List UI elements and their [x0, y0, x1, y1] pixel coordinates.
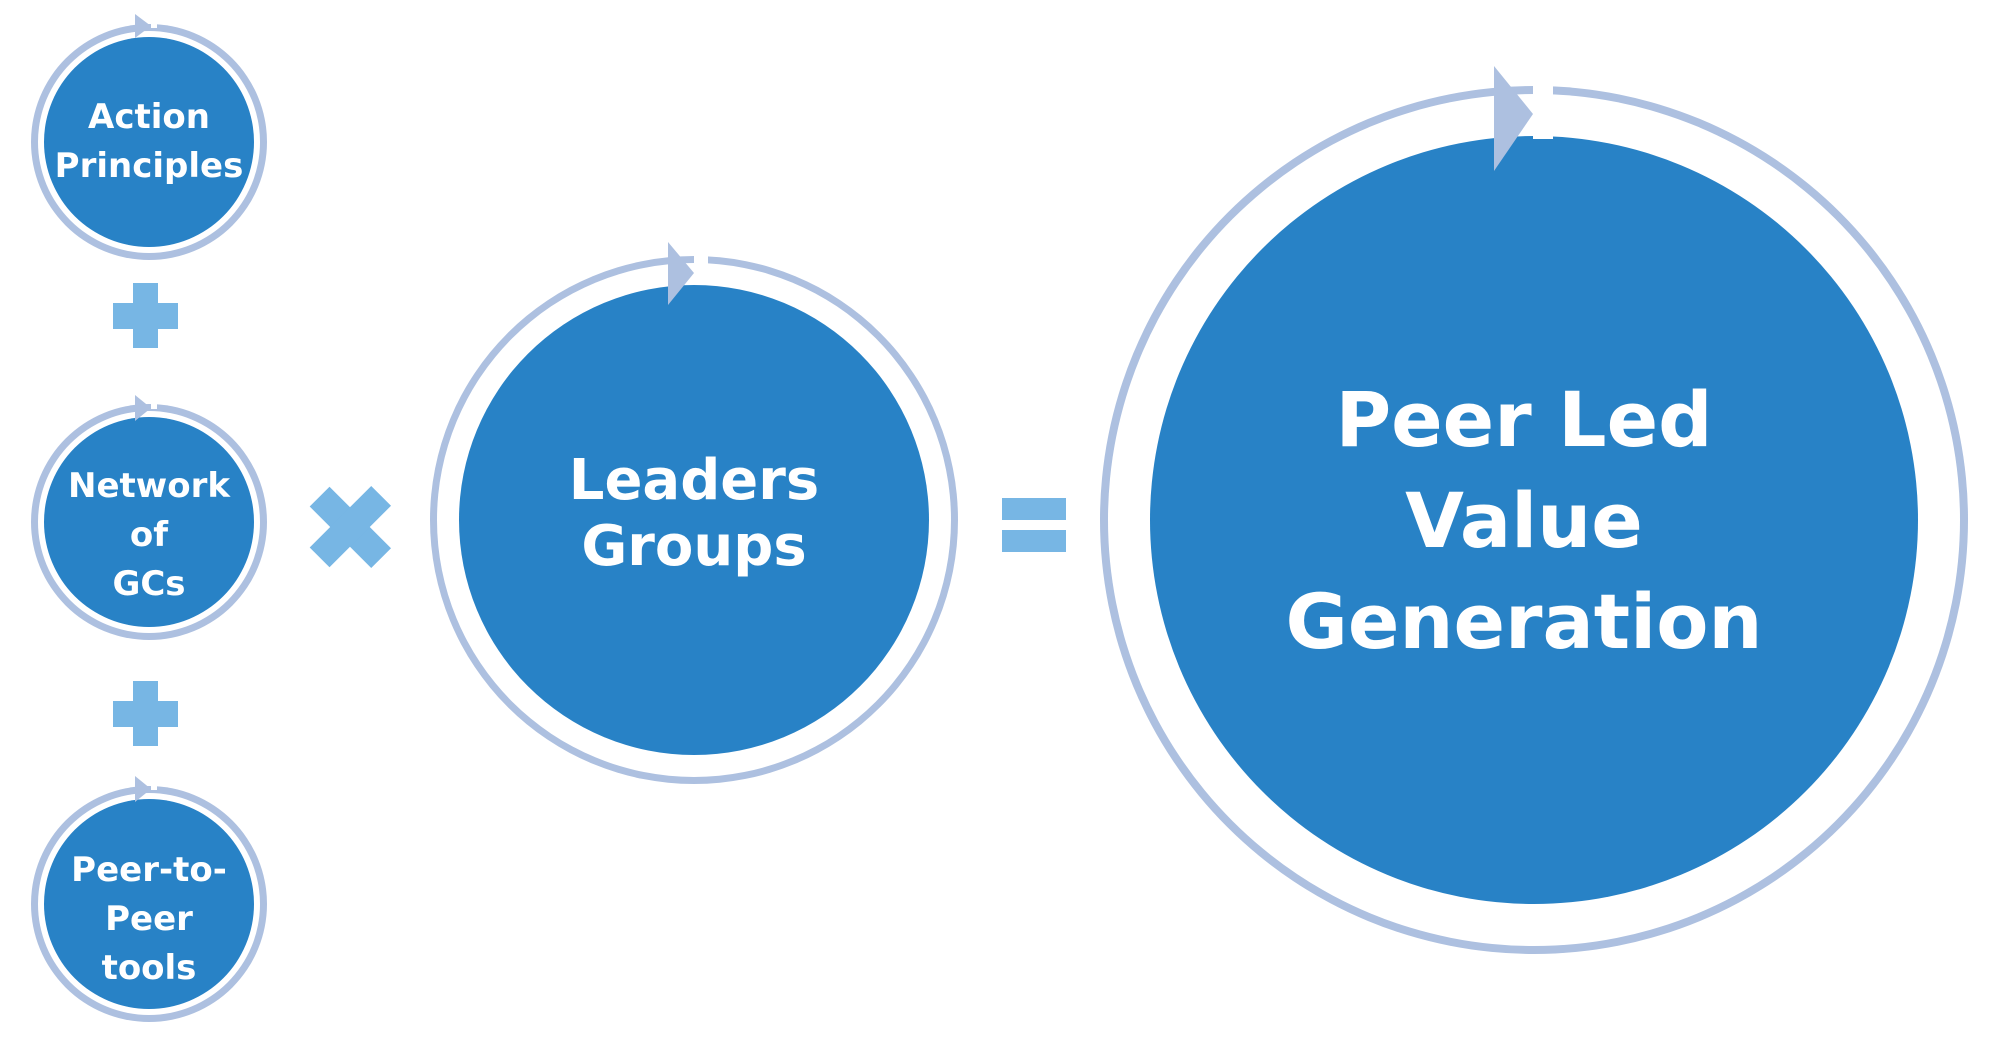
- plus-operator-icon: [113, 681, 178, 746]
- leaders-groups-line: Leaders: [568, 448, 820, 513]
- action-principles-line: Action: [88, 97, 210, 137]
- peer-led-value-generation-line: Peer Led: [1335, 374, 1713, 464]
- equals-operator-icon: [1002, 498, 1066, 552]
- peer-led-value-generation-circle: [1150, 136, 1918, 904]
- network-of-gcs-line: of: [129, 514, 169, 555]
- peer-led-value-generation-line: Value: [1405, 475, 1643, 565]
- multiply-operator-icon: [309, 485, 392, 569]
- peer-led-value-generation-label: Peer Led Value Generation: [1264, 365, 1784, 675]
- action-principles-label: Action Principles: [49, 82, 249, 202]
- peer-to-peer-tools-line: Peer: [105, 898, 193, 939]
- action-principles-line: Principles: [54, 146, 244, 186]
- network-of-gcs-line: Network: [68, 465, 230, 506]
- peer-to-peer-tools-circle: [44, 799, 254, 1009]
- peer-led-value-generation-line: Generation: [1285, 576, 1763, 666]
- cycle-arrow-icon: [135, 395, 151, 421]
- leaders-groups-node: [430, 242, 958, 784]
- network-of-gcs-line: GCs: [112, 563, 186, 604]
- cycle-arrow-icon: [135, 14, 151, 38]
- network-of-gcs-circle: [44, 417, 254, 627]
- peer-to-peer-tools-label: Peer-to- Peer tools: [49, 844, 249, 994]
- cycle-arrow-icon: [1494, 66, 1533, 171]
- action-principles-circle: [44, 37, 254, 247]
- network-of-gcs-label: Network of GCs: [49, 460, 249, 610]
- leaders-groups-line: Groups: [581, 514, 807, 579]
- peer-to-peer-tools-node: [31, 776, 267, 1022]
- network-of-gcs-node: [31, 395, 267, 640]
- cycle-arrow-icon: [668, 242, 694, 305]
- leaders-groups-circle: [459, 285, 929, 755]
- cycle-arrow-icon: [135, 776, 151, 802]
- peer-to-peer-tools-line: Peer-to-: [71, 849, 227, 890]
- peer-to-peer-tools-line: tools: [101, 947, 197, 988]
- leaders-groups-label: Leaders Groups: [544, 444, 844, 584]
- action-principles-node: [31, 14, 267, 260]
- peer-led-value-generation-node: [1100, 66, 1968, 954]
- plus-operator-icon: [113, 283, 178, 348]
